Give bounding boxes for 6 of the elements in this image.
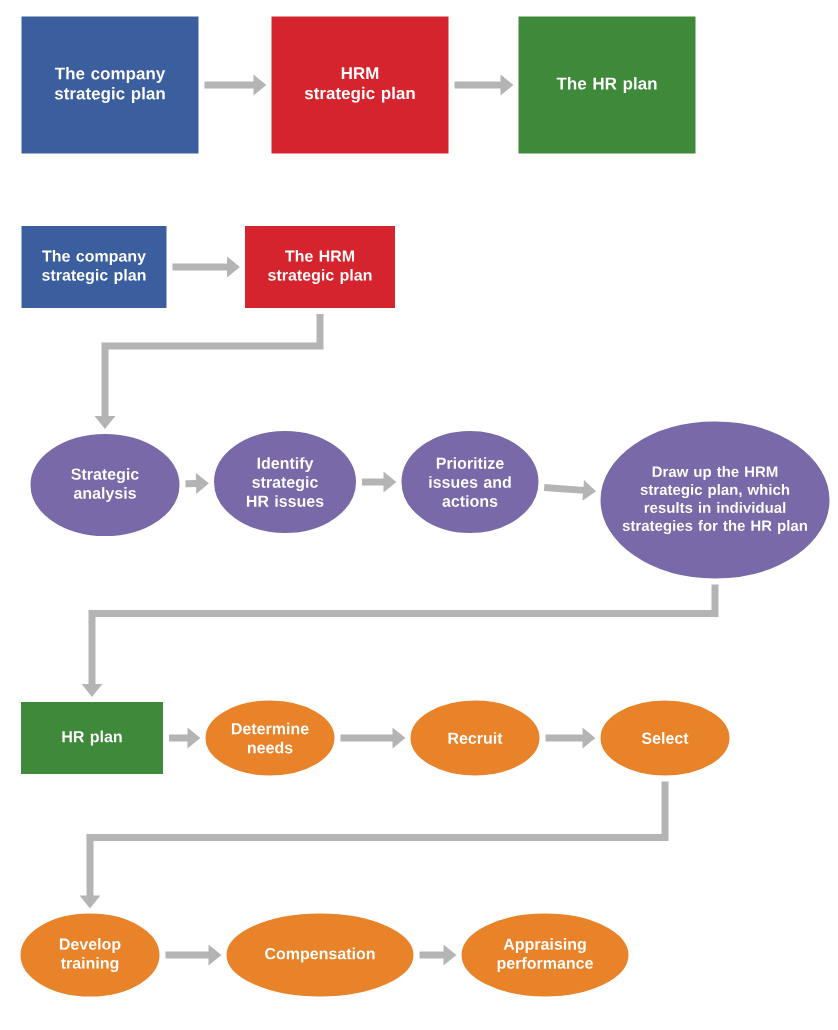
- process-box: The HR plan: [515, 13, 699, 157]
- process-box: The HRM strategic plan: [242, 223, 398, 311]
- process-box: The company strategic plan: [18, 223, 170, 311]
- process-box: The company strategic plan: [18, 13, 202, 157]
- process-box: HR plan: [18, 699, 166, 777]
- process-box: HRM strategic plan: [268, 13, 452, 157]
